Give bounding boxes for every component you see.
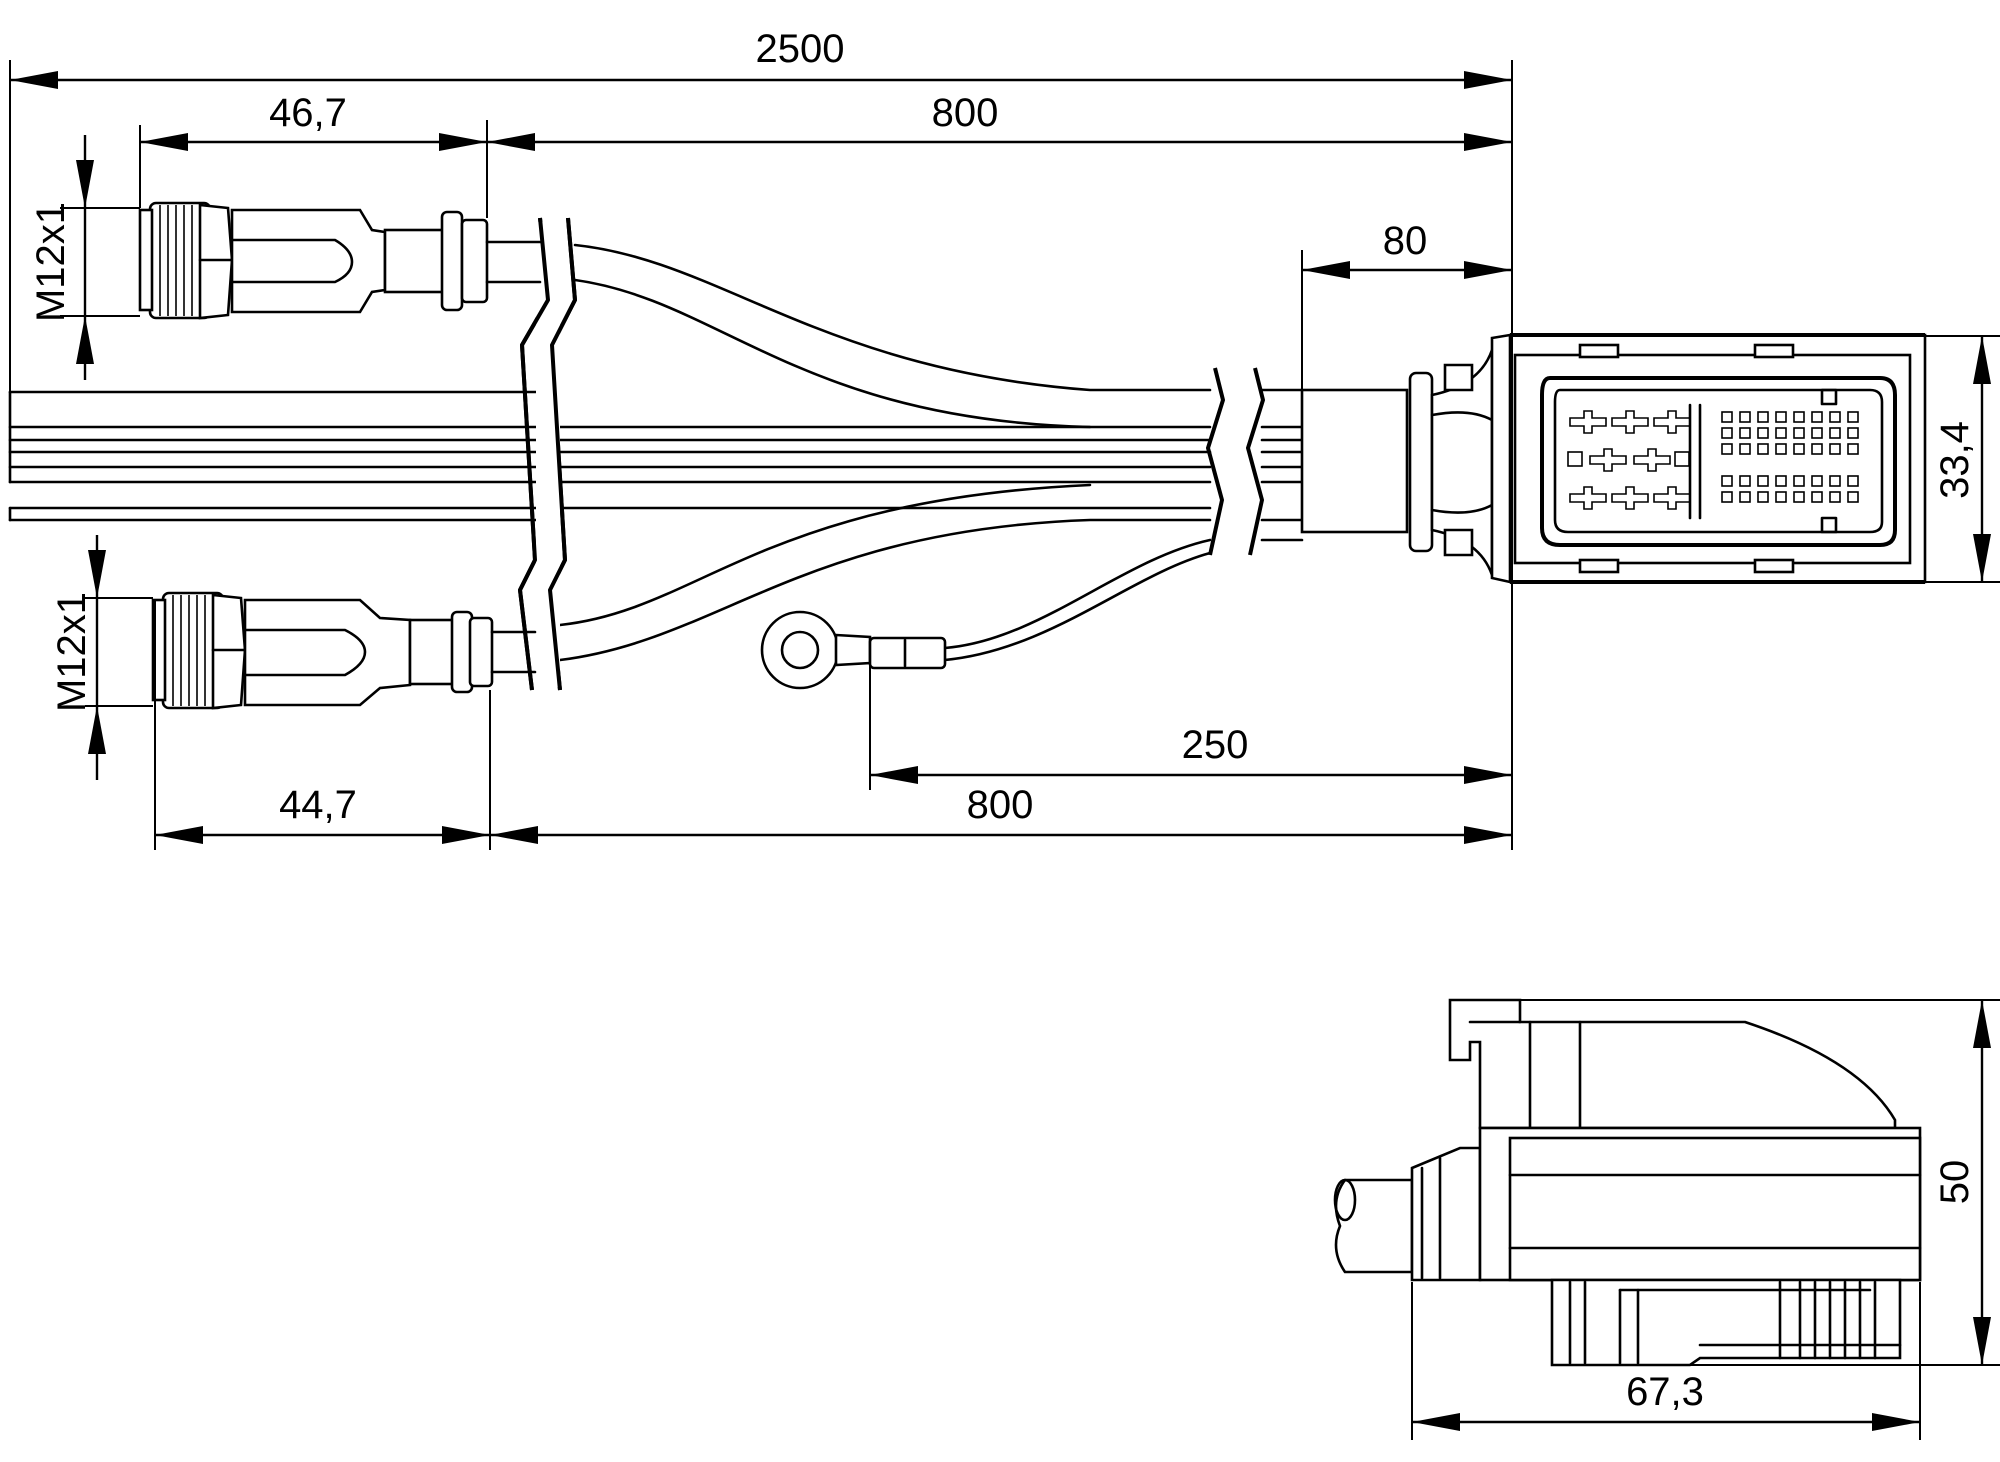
dim-thread-upper: M12x1	[29, 202, 73, 322]
upper-m12-connector	[138, 201, 542, 320]
main-connector-front	[1300, 333, 1927, 584]
dim-m12-lower-length: 44,7	[279, 783, 357, 827]
break-mark-left	[518, 217, 577, 691]
dimension-labels: 2500 46,7 800 80 33,4 M12x1 M12x1 44,7 8…	[29, 27, 1977, 1414]
lower-m12-connector	[151, 591, 537, 710]
dim-side-view-height: 50	[1933, 1160, 1977, 1205]
dim-thread-lower: M12x1	[50, 592, 94, 712]
dim-connector-body-length: 80	[1383, 219, 1428, 263]
dim-overall-length: 2500	[756, 27, 845, 71]
dim-m12-upper-length: 46,7	[269, 91, 347, 135]
cable-bundle-middle	[558, 243, 1212, 662]
dimension-lines	[9, 60, 2000, 1440]
dim-side-view-width: 67,3	[1626, 1370, 1704, 1414]
dim-connector-height: 33,4	[1933, 421, 1977, 499]
break-mark-right	[1206, 367, 1265, 560]
power-contact-grid	[1567, 410, 1691, 510]
main-connector-side-view	[1333, 998, 1922, 1367]
dim-branch-upper-length: 800	[932, 91, 999, 135]
cable-bundle-connector-side	[1260, 388, 1304, 542]
main-cable-trunk	[8, 390, 547, 522]
dim-branch-lower-length: 800	[967, 783, 1034, 827]
signal-contact-grid	[1721, 411, 1859, 503]
ground-ring-lug	[760, 610, 947, 690]
dim-ground-lead-length: 250	[1182, 723, 1249, 767]
